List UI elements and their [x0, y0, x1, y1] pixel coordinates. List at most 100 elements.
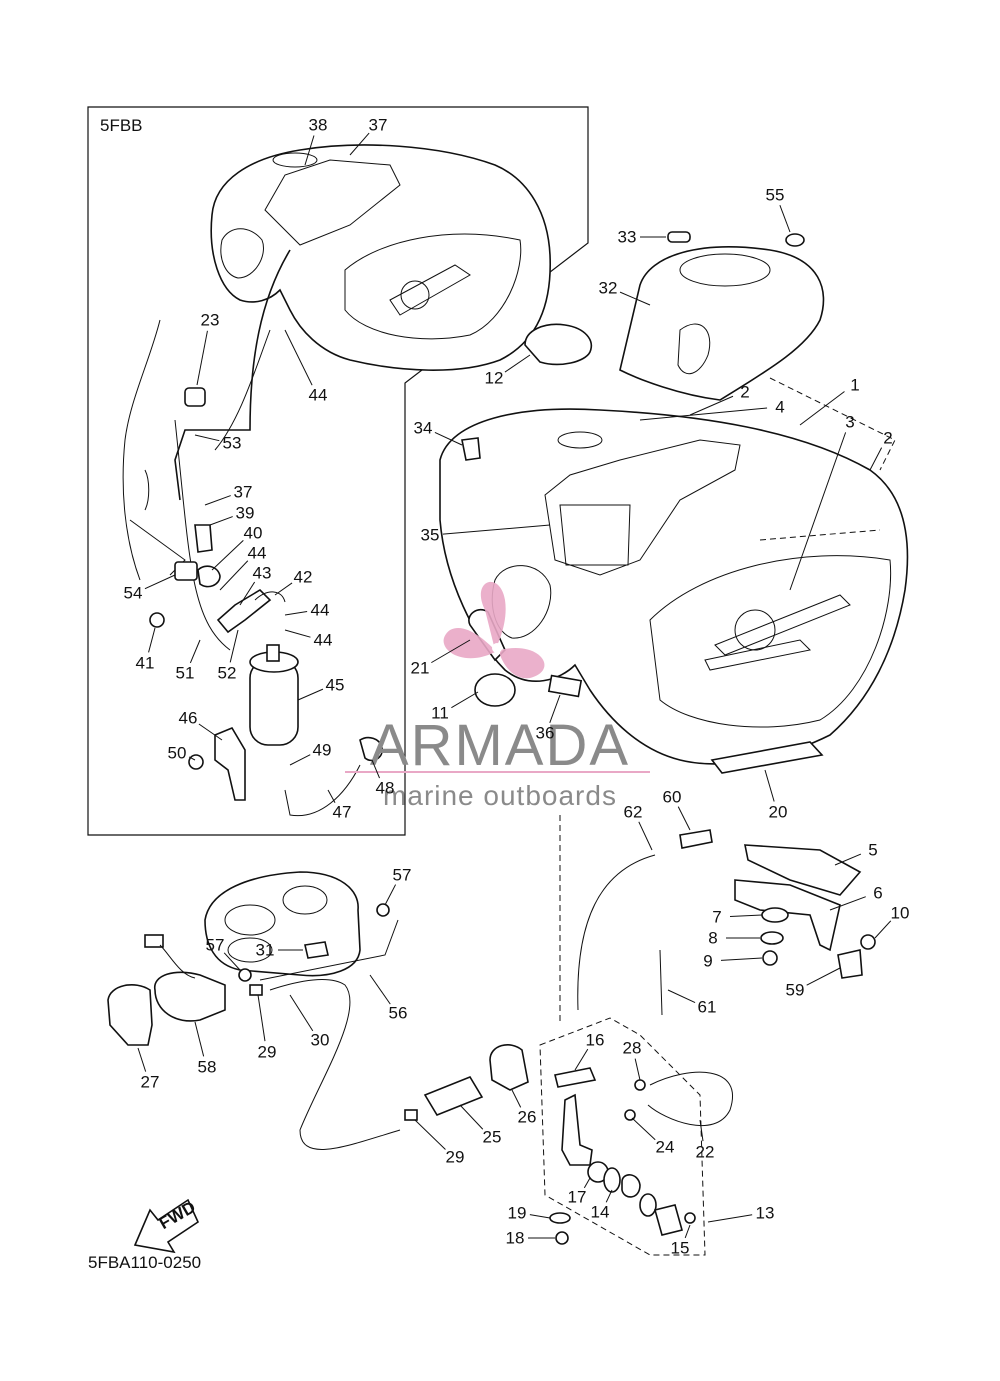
leader-line-46 — [198, 723, 223, 741]
cover-27 — [107, 984, 153, 1046]
washer-8 — [760, 931, 784, 945]
leader-line-55 — [779, 205, 791, 233]
callout-44: 44 — [309, 386, 328, 405]
leader-line-48 — [371, 759, 380, 779]
band-61 — [659, 949, 663, 1016]
bracket-5 — [744, 844, 862, 896]
callout-61: 61 — [698, 998, 717, 1017]
leader-line-58 — [194, 1021, 205, 1057]
callout-2: 2 — [883, 429, 892, 448]
callout-62: 62 — [624, 803, 643, 822]
leader-line-26 — [511, 1089, 522, 1108]
canister-45 — [249, 644, 299, 746]
callout-45: 45 — [326, 676, 345, 695]
callout-33: 33 — [618, 228, 637, 247]
grommet-55 — [785, 233, 805, 247]
leader-line-9 — [720, 957, 763, 961]
callout-57: 57 — [393, 866, 412, 885]
cable-62 — [577, 854, 656, 1011]
screw-15 — [684, 1212, 696, 1224]
callout-10: 10 — [891, 904, 910, 923]
cap-12 — [524, 323, 592, 366]
leader-line-44 — [284, 611, 308, 616]
callout-8: 8 — [708, 929, 717, 948]
inset-frame — [87, 106, 589, 836]
callout-5: 5 — [868, 841, 877, 860]
callout-60: 60 — [663, 788, 682, 807]
clip-29-upper — [249, 984, 263, 996]
union-39 — [194, 524, 213, 553]
leader-line-24 — [631, 1117, 656, 1141]
coupler — [144, 934, 164, 948]
bracket-46 — [214, 726, 246, 801]
leader-lines — [137, 132, 892, 1239]
callout-4: 4 — [775, 398, 784, 417]
leader-line-53 — [194, 434, 220, 442]
callout-3: 3 — [845, 413, 854, 432]
hose-30 — [269, 979, 401, 1150]
callout-56: 56 — [389, 1004, 408, 1023]
callout-31: 31 — [256, 941, 275, 960]
fuel-cock-13 — [561, 1093, 593, 1166]
leader-line-43 — [239, 581, 256, 606]
callout-24: 24 — [656, 1138, 675, 1157]
pump-bracket-assembly — [204, 871, 361, 977]
callout-20: 20 — [769, 803, 788, 822]
callout-59: 59 — [786, 981, 805, 1000]
leader-line-29 — [414, 1119, 446, 1150]
clip-57-lower — [238, 968, 252, 982]
callout-41: 41 — [136, 654, 155, 673]
leader-line-57 — [223, 952, 241, 971]
callout-34: 34 — [414, 419, 433, 438]
callout-55: 55 — [766, 186, 785, 205]
callout-18: 18 — [506, 1229, 525, 1248]
hose-22 — [647, 1071, 733, 1127]
collar-7 — [761, 907, 789, 923]
callout-7: 7 — [712, 908, 721, 927]
callout-38: 38 — [309, 116, 328, 135]
leader-line-29 — [257, 994, 266, 1042]
leader-line-10 — [874, 920, 892, 939]
callout-43: 43 — [253, 564, 272, 583]
leader-line-21 — [431, 639, 471, 664]
clip-40 — [197, 565, 221, 588]
callout-26: 26 — [518, 1108, 537, 1127]
leader-line-3 — [789, 432, 847, 591]
damper-36 — [547, 674, 583, 698]
callout-14: 14 — [591, 1203, 610, 1222]
leader-line-22 — [699, 1119, 704, 1142]
leader-line-57 — [384, 884, 397, 906]
screw-18 — [555, 1231, 569, 1245]
leader-line-35 — [442, 524, 551, 535]
callout-23: 23 — [201, 311, 220, 330]
cock-60 — [679, 829, 713, 849]
leader-line-2 — [869, 447, 883, 471]
leader-line-54 — [144, 574, 176, 590]
leader-line-39 — [209, 516, 233, 526]
clip-24 — [624, 1109, 636, 1121]
leader-line-16 — [574, 1048, 589, 1071]
callout-52: 52 — [218, 664, 237, 683]
leader-line-32 — [619, 291, 651, 306]
hose-56 — [259, 919, 399, 981]
inset-fuel-tank — [210, 144, 552, 371]
leader-line-7 — [729, 914, 763, 918]
leader-line-36 — [549, 694, 561, 723]
leader-line-25 — [459, 1104, 484, 1130]
clamp-31 — [304, 941, 329, 959]
callout-37: 37 — [234, 483, 253, 502]
callout-49: 49 — [313, 741, 332, 760]
callout-22: 22 — [696, 1143, 715, 1162]
damper-11 — [474, 673, 516, 707]
callout-29: 29 — [446, 1148, 465, 1167]
callout-12: 12 — [485, 369, 504, 388]
callout-16: 16 — [586, 1031, 605, 1050]
leader-line-51 — [189, 639, 201, 664]
bolt-50 — [188, 754, 204, 770]
callout-19: 19 — [508, 1204, 527, 1223]
leader-line-6 — [829, 896, 866, 911]
leader-line-1 — [799, 391, 845, 426]
leader-line-12 — [504, 354, 531, 373]
leader-line-15 — [684, 1224, 691, 1239]
callout-46: 46 — [179, 709, 198, 728]
